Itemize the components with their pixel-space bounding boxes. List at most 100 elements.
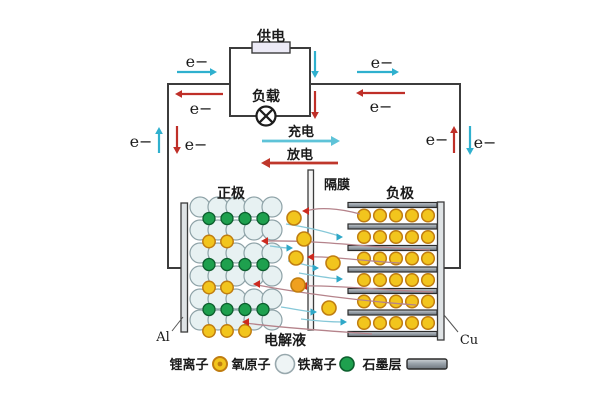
lithium-ion [220,324,234,338]
lithium-ion [290,277,306,293]
lithium-ion [372,315,388,331]
ion-path-arrowhead [253,280,260,288]
iron-ion [256,211,270,226]
flow-arrow-head [392,68,399,76]
oxygen-atom [261,242,283,264]
lithium-ion-icon [212,356,228,372]
iron-ion [238,302,252,317]
separator-label: 隔膜 [324,177,350,192]
lithium-ion [404,251,420,266]
lithium-ion [356,208,372,223]
ion-path-arrowhead [336,275,343,283]
ion-path-arrowhead [302,207,309,215]
iron-ion [238,211,252,226]
graphite-layer [347,309,438,316]
cu-collector-bar [436,201,445,341]
ion-path [303,285,434,293]
lithium-ion [388,208,404,223]
flow-arrow-head [450,126,458,133]
positive-electrode-label: 正极 [217,185,246,201]
separator-bar [307,169,315,331]
graphite-layer [347,223,438,230]
lithium-ion [420,208,436,223]
flow-arrow-head [261,158,270,168]
legend-label-iron: 铁离子 [296,357,336,372]
cu-leader-line [443,314,459,333]
iron-ion [220,257,234,272]
flow-arrow-head [155,127,163,134]
lithium-ion [420,315,436,331]
electron-label: e− [371,53,394,72]
ion-path [305,207,361,215]
lithium-ion [372,208,388,223]
lithium-ion [404,315,420,331]
lithium-ion [420,294,436,309]
oxygen-atom [261,196,283,218]
legend: 锂离子 氧原子 铁离子 石墨层 [169,353,448,375]
lithium-ion [356,272,372,288]
iron-ion [220,211,234,226]
iron-ion [220,302,234,317]
flow-arrow-head [311,71,319,78]
lithium-ion [388,315,404,331]
lithium-ion [420,229,436,245]
lithium-ion [404,272,420,288]
ion-path [264,240,431,251]
lithium-ion [404,208,420,223]
lithium-ion [404,229,420,245]
oxygen-atom [261,288,283,310]
lithium-ion [296,231,312,247]
lithium-ion [356,315,372,331]
oxygen-atom [261,219,283,241]
lithium-ion [202,324,216,338]
ion-path-arrowhead [310,308,317,316]
al-collector-label: Al [155,330,170,345]
flow-arrow-head [466,148,474,155]
lithium-ion [372,229,388,245]
right-wire [310,83,461,269]
iron-ion [202,257,216,272]
ion-path-arrowhead [261,237,268,245]
iron-ion [238,257,252,272]
electron-label: e− [185,135,208,154]
lithium-ion [202,280,216,295]
lamp-cross-icon [258,108,274,124]
lithium-ion [388,294,404,309]
flow-arrow-head [210,68,217,76]
power-supply-symbol [251,41,291,54]
electron-label: e− [426,130,449,149]
electron-label: e− [130,132,153,151]
flow-arrows-layer [155,51,474,168]
ion-path [256,284,417,306]
flow-arrow-head [173,147,181,154]
ion-path [298,272,340,280]
ion-path-arrowhead [286,244,293,252]
lithium-ion [286,210,302,226]
legend-label-graphite: 石墨层 [361,357,401,372]
ion-path-arrowhead [312,264,319,272]
al-collector-bar [180,202,189,333]
electron-label: e− [370,97,393,116]
lithium-ion [202,234,216,249]
lithium-ion [356,229,372,245]
flow-arrow-head [356,89,363,97]
lithium-ion [388,251,404,266]
lithium-ion [321,300,337,316]
lithium-ion [238,324,252,338]
flow-arrow-head [331,136,340,146]
lithium-ion [388,229,404,245]
lithium-ion [372,272,388,288]
lithium-ion [356,251,372,266]
ion-path [300,318,344,323]
ion-path [245,322,373,335]
lithium-ion [325,255,341,271]
lithium-ion [404,294,420,309]
graphite-layer [347,201,438,209]
lithium-ion [220,234,234,249]
ion-path [310,256,401,264]
electron-label: e− [474,133,497,152]
graphite-layer [347,266,438,273]
flow-arrow-head [175,90,182,98]
lithium-ion [420,251,436,266]
